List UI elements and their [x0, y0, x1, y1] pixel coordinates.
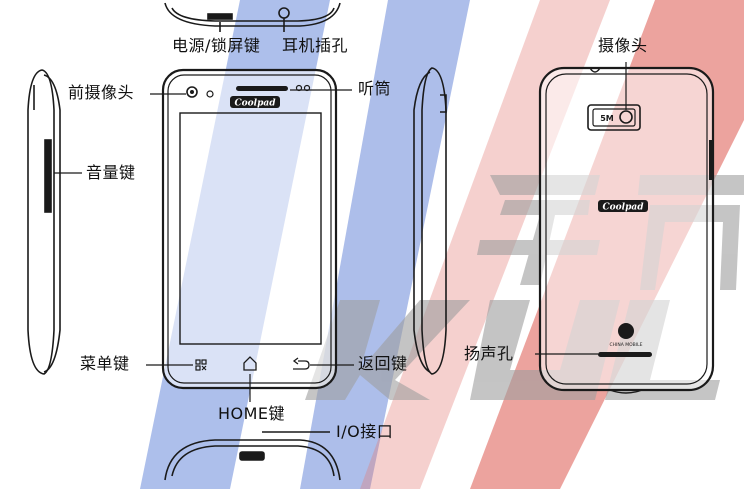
menu-key-shape [195, 359, 207, 371]
front-camera-shape [186, 86, 198, 98]
label-power-lock-key: 电源/锁屏键 [172, 36, 261, 55]
back-key-shape [292, 357, 310, 370]
label-front-camera: 前摄像头 [68, 83, 135, 102]
phone-top-view [164, 2, 341, 32]
label-rear-camera: 摄像头 [598, 36, 648, 55]
phone-left-side [27, 69, 61, 375]
camera-badge: 5M [600, 114, 614, 123]
phone-front-view [161, 68, 338, 390]
phone-bottom-view [164, 431, 341, 481]
front-body-outer [161, 68, 338, 390]
back-brand-logo: Coolpad [598, 200, 648, 213]
power-key-shape [207, 13, 233, 20]
leader-lines [54, 62, 627, 402]
phone-right-side [413, 67, 447, 375]
proximity-sensor [206, 90, 214, 98]
label-earpiece: 听筒 [358, 79, 392, 98]
label-back-key: 返回键 [358, 354, 408, 373]
earpiece-shape [236, 86, 288, 91]
rear-camera-lens [619, 110, 633, 124]
front-brand-logo: Coolpad [230, 96, 280, 109]
volume-key-shape [44, 139, 52, 213]
screen [179, 112, 322, 345]
back-body-outer [538, 66, 715, 392]
operator-text: CHINA MOBILE [610, 342, 643, 348]
label-menu-key: 菜单键 [80, 354, 130, 373]
rear-camera-module [587, 104, 641, 131]
speaker-grille [598, 352, 652, 357]
home-key-shape [243, 356, 257, 371]
label-volume-key: 音量键 [86, 163, 136, 182]
label-earphone-jack: 耳机插孔 [282, 36, 349, 55]
front-brand-text: Coolpad [234, 99, 276, 109]
label-home-key: HOME键 [218, 404, 286, 423]
back-brand-text: Coolpad [602, 203, 644, 213]
io-port-shape [239, 451, 265, 461]
label-speaker-hole: 扬声孔 [464, 344, 514, 363]
operator-logo-icon [618, 323, 634, 339]
label-io-port: I/O接口 [336, 422, 394, 441]
